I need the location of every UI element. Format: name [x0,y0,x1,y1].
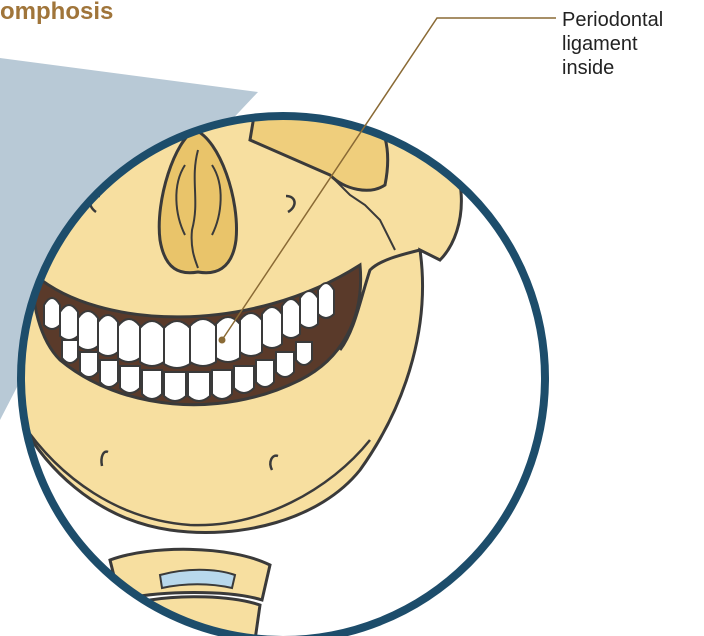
diagram-title: omphosis [0,0,113,26]
callout-pointer-dot [219,337,226,344]
callout-line-3: inside [562,56,663,80]
callout-line-1: Periodontal [562,8,663,32]
callout-line-2: ligament [562,32,663,56]
callout-label: Periodontal ligament inside [562,8,663,80]
